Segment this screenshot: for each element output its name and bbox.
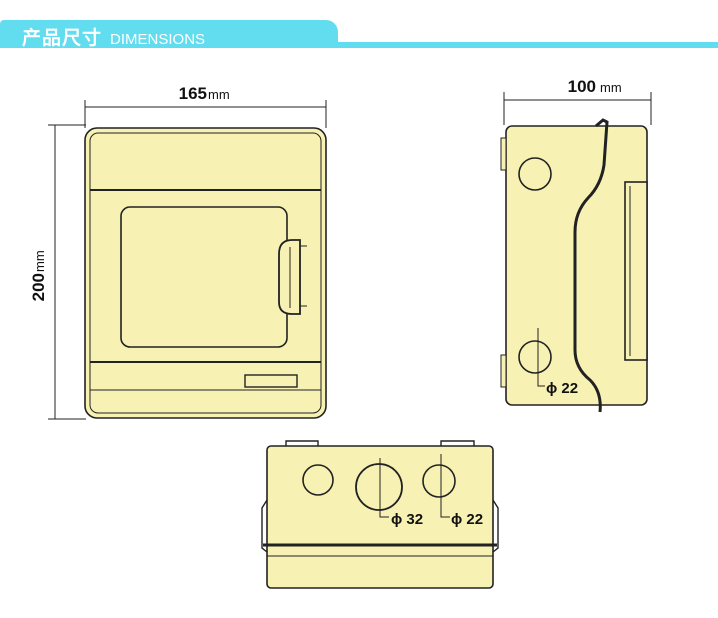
front-body-inner <box>89 132 322 414</box>
bottom-small-hole-leader <box>440 454 450 518</box>
bottom-small-hole-label: ϕ 22 <box>451 511 483 528</box>
bottom-knockout-small <box>422 464 456 498</box>
front-height-value: 200 <box>29 273 48 301</box>
side-knockout-top <box>518 157 552 191</box>
front-label-slot <box>244 374 298 388</box>
front-height-unit: mm <box>32 250 47 272</box>
front-window <box>120 206 288 348</box>
section-header: 产品尺寸 DIMENSIONS <box>0 0 718 52</box>
side-view: 100 mm ϕ 22 <box>500 77 652 413</box>
bottom-view: ϕ 32 ϕ 22 <box>261 440 499 589</box>
side-hole-leader <box>537 328 545 387</box>
bottom-knockout-large <box>355 463 403 511</box>
front-width-value: 165 <box>179 84 207 103</box>
side-hole-label: ϕ 22 <box>546 380 578 397</box>
bottom-large-hole-leader <box>379 458 389 518</box>
bottom-knockout-left <box>302 464 334 496</box>
side-mount-tab-top <box>500 137 507 171</box>
header-title-cn: 产品尺寸 <box>22 28 103 49</box>
front-width-unit: mm <box>208 87 230 102</box>
bottom-top-tabs <box>285 440 475 446</box>
header-tab <box>0 20 338 48</box>
front-height-label: 200 mm <box>29 250 48 301</box>
bottom-side-ribs <box>261 499 499 553</box>
bottom-large-hole-label: ϕ 32 <box>391 511 423 528</box>
header-title-en: DIMENSIONS <box>110 31 206 48</box>
header-title: 产品尺寸 DIMENSIONS <box>22 23 206 49</box>
side-door-profile <box>573 118 609 413</box>
side-depth-value: 100 <box>568 77 596 96</box>
side-handle-profile <box>624 181 648 361</box>
side-mount-tab-bottom <box>500 354 507 388</box>
side-knockout-bottom <box>518 340 552 374</box>
header-rule <box>338 42 718 48</box>
side-depth-unit: mm <box>600 80 622 95</box>
front-view: 165 mm 200 mm <box>29 84 327 420</box>
